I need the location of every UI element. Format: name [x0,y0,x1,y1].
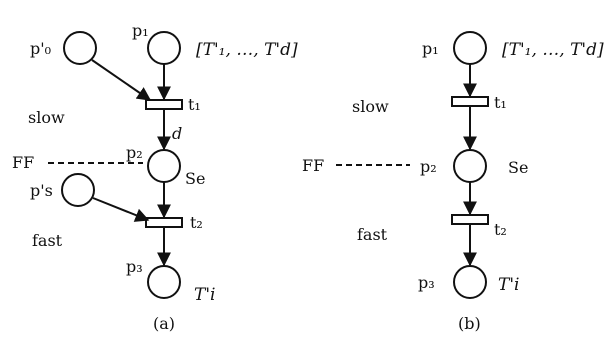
caption-b: (b) [458,314,481,333]
place-p1 [147,31,181,65]
diagram-b: p₁ [T'₁, …, T'd] t₁ slow FF p₂ Se t₂ fas… [302,31,604,333]
place-p1-b [453,31,487,65]
place-p3 [147,265,181,299]
label-p2: p₂ [126,143,143,162]
transition-t1-b [451,96,489,107]
place-p3-b [453,265,487,299]
label-p3-b: p₃ [418,273,435,292]
arc-p0-t1 [91,59,152,101]
label-slow-b: slow [352,97,389,116]
label-p1-tokens: [T'₁, …, T'd] [196,40,298,60]
place-p2 [147,149,181,183]
label-ti: T'i [194,285,215,305]
label-ff: FF [12,153,34,172]
label-ti-b: T'i [498,275,519,295]
label-t2-b: t₂ [494,220,507,239]
label-p3: p₃ [126,257,143,276]
label-t2: t₂ [190,213,203,232]
label-slow: slow [28,108,65,127]
label-se-b: Se [508,158,528,177]
label-t1: t₁ [188,95,201,114]
label-t1-b: t₁ [494,93,507,112]
transition-t2 [145,217,183,228]
place-p2-b [453,149,487,183]
diagram-a: p'₀ p₁ [T'₁, …, T'd] t₁ d slow FF p₂ Se … [12,21,298,333]
label-fast: fast [32,231,63,250]
label-p1-b: p₁ [422,39,439,58]
label-ff-b: FF [302,156,324,175]
label-p2-b: p₂ [420,157,437,176]
label-p0-prime: p'₀ [30,39,51,58]
place-p0-prime [63,31,97,65]
label-p1: p₁ [132,21,149,40]
caption-a: (a) [153,314,175,333]
label-se: Se [185,169,205,188]
label-ps-prime: p's [30,181,53,200]
label-arc-d: d [172,124,182,143]
transition-t2-b [451,214,489,225]
label-fast-b: fast [357,225,388,244]
label-p1-tokens-b: [T'₁, …, T'd] [502,40,604,60]
place-ps-prime [61,173,95,207]
transition-t1 [145,99,183,110]
arc-ps-t2 [92,197,150,222]
